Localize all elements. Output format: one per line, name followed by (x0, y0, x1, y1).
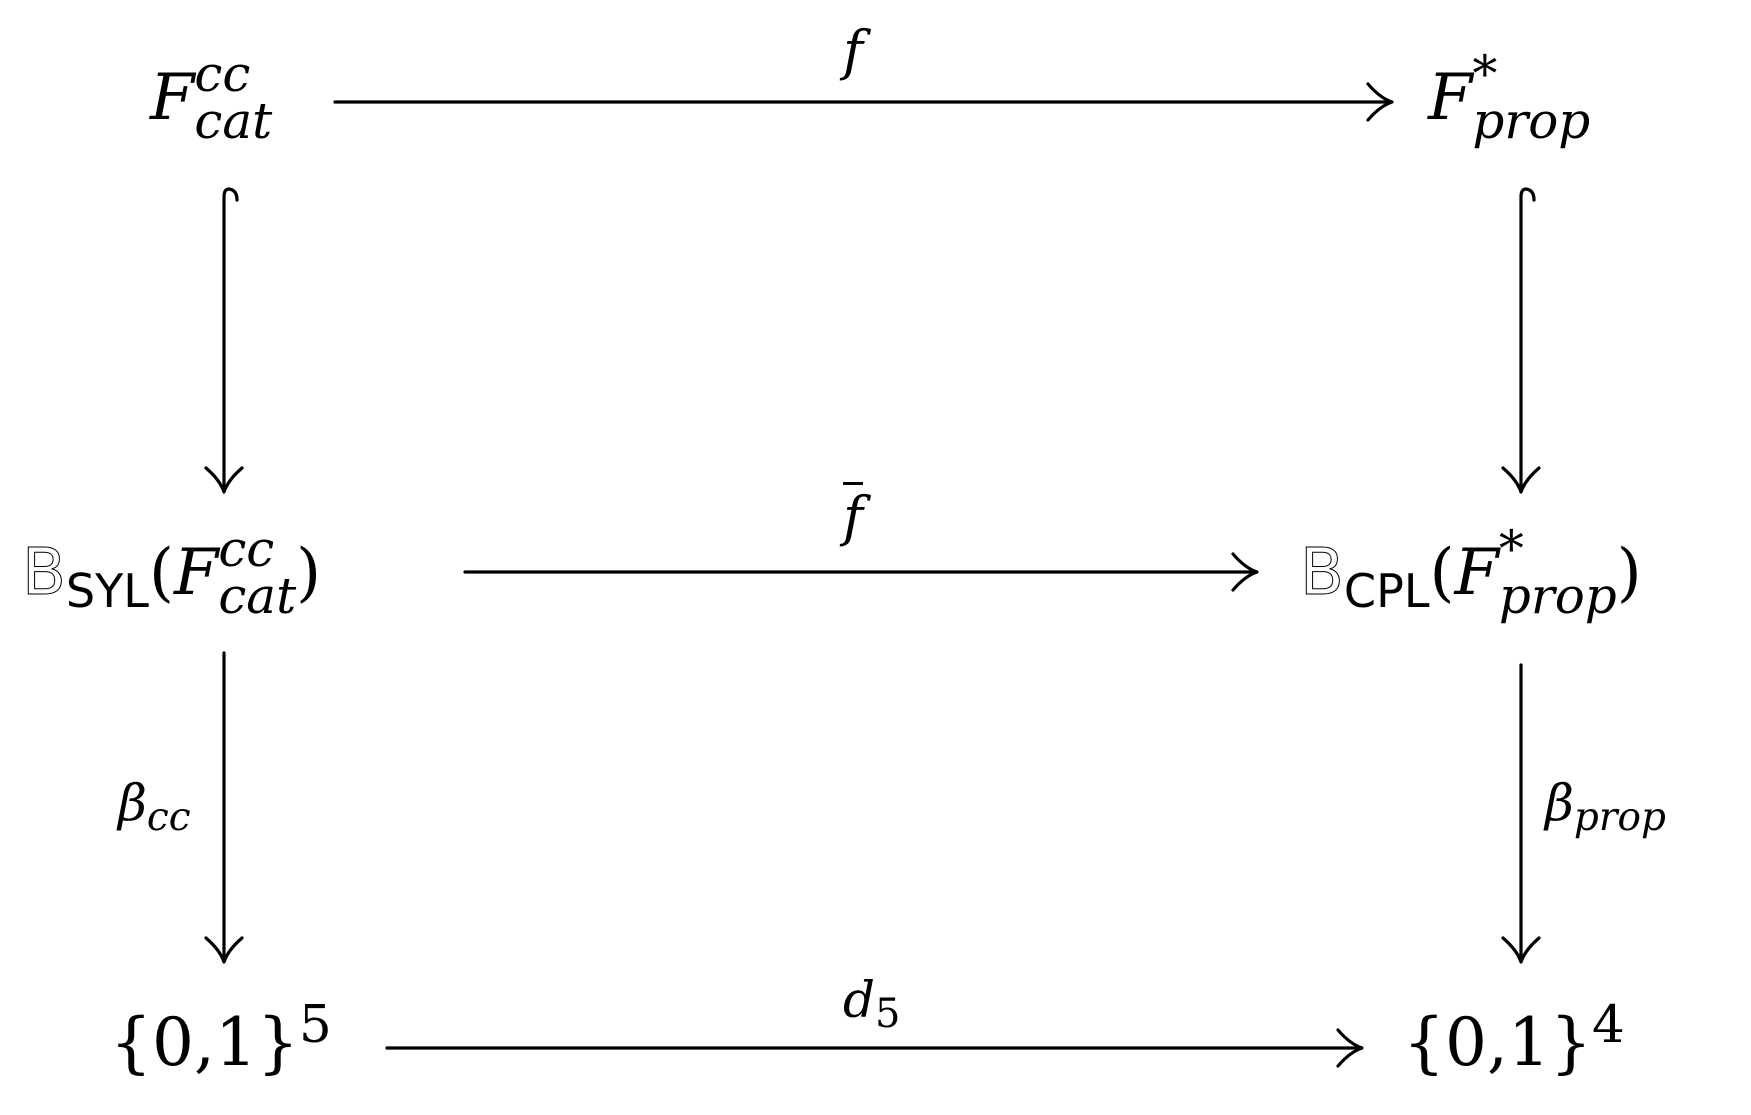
label-subscript: cc (146, 794, 191, 840)
label-right-lower-arrow: βprop (1545, 778, 1666, 837)
subscript: prop (1498, 567, 1617, 626)
label-base: d (843, 971, 876, 1029)
label-base: β (1545, 774, 1574, 832)
node-middle-right: BCPL(F*prop) (1300, 524, 1642, 626)
blackboard-b-symbol: B (1300, 535, 1345, 610)
arrow-left-lower (204, 651, 244, 964)
superscript: cc (218, 520, 275, 578)
node-top-right: F*prop (1428, 49, 1591, 151)
arrow-bottom (385, 1028, 1364, 1068)
set-text: {0,1} (110, 1004, 299, 1081)
node-bottom-left: {0,1}5 (110, 999, 332, 1076)
label-base: β (118, 774, 147, 832)
blackboard-b-symbol: B (22, 535, 67, 610)
set-text: {0,1} (1403, 1004, 1592, 1081)
label-subscript: 5 (875, 991, 901, 1037)
open-paren: ( (1429, 535, 1455, 610)
close-paren: ) (296, 535, 322, 610)
arrow-top (333, 82, 1394, 122)
label-left-lower-arrow: βcc (118, 778, 191, 837)
arrow-left-upper-hook (204, 187, 244, 494)
script-f-symbol: F (1428, 60, 1473, 135)
node-bottom-right: {0,1}4 (1403, 999, 1625, 1076)
subscript-cpl: CPL (1343, 563, 1430, 618)
script-f-symbol: F (173, 535, 219, 610)
subscript: cat (218, 567, 297, 626)
superscript: cc (194, 45, 251, 103)
close-paren: ) (1616, 535, 1642, 610)
arrow-right-lower (1501, 663, 1541, 964)
arrow-middle (463, 552, 1259, 592)
label-bottom-arrow: d5 (843, 975, 900, 1034)
label-middle-arrow: f (843, 485, 863, 548)
exponent: 4 (1591, 994, 1625, 1055)
superscript: * (1472, 45, 1498, 103)
arrow-right-upper-hook (1501, 187, 1541, 494)
subscript: prop (1472, 92, 1591, 151)
exponent: 5 (298, 994, 332, 1055)
label-top-arrow: f (843, 19, 863, 82)
script-f-symbol: F (1454, 535, 1499, 610)
subscript-syl: SYL (65, 563, 149, 618)
script-f-symbol: F (150, 60, 195, 135)
open-paren: ( (148, 535, 174, 610)
label-subscript: prop (1573, 794, 1666, 840)
subscript: cat (194, 92, 273, 151)
superscript: * (1498, 520, 1524, 578)
